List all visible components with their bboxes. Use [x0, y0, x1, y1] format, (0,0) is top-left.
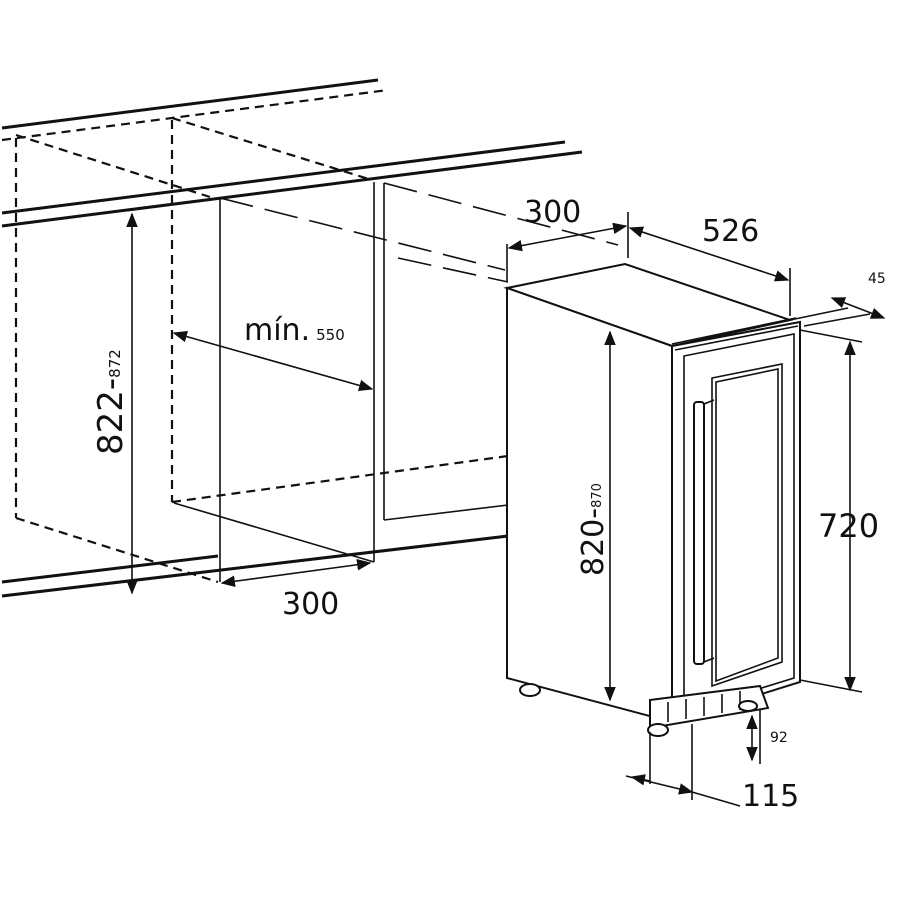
door-offset-label: 45 [868, 271, 886, 287]
unit-width-arrow [507, 222, 628, 252]
niche-width-arrow [220, 559, 372, 587]
unit-depth-label: 526 [702, 214, 759, 249]
unit-depth-arrow [628, 226, 790, 282]
plinth-height-label: 92 [770, 730, 788, 746]
svg-text:822-872: 822-872 [91, 349, 131, 455]
plinth-depth-label: 115 [742, 779, 799, 814]
unit-width-label: 300 [524, 195, 581, 230]
niche-width-label: 300 [282, 587, 339, 622]
unit-height-label: 820-870 [576, 483, 611, 576]
niche-depth-arrow [172, 330, 374, 392]
plinth-depth-arrow [630, 774, 651, 786]
body-height-label: 720 [818, 507, 879, 545]
door-offset-arrow [830, 297, 886, 319]
wine-cooler [503, 262, 801, 737]
niche-depth-label: mín.550 [244, 313, 345, 348]
svg-text:820-870: 820-870 [576, 483, 611, 576]
cabinet-niche [1, 78, 619, 598]
niche-height-label: 822-872 [91, 349, 131, 455]
